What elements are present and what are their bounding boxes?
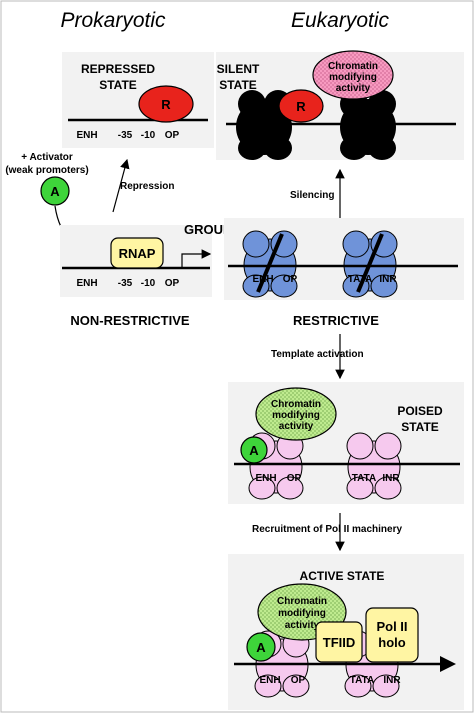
euk-gr-el-1: OP (283, 274, 298, 285)
euk-silent-panel: SILENT STATE R Chromatin modifying activ… (216, 50, 464, 160)
activator-active-label: A (256, 640, 266, 655)
euk-gr-el-0: ENH (252, 274, 273, 285)
rnap-box (110, 237, 164, 269)
prokaryotic-header: Prokaryotic (60, 9, 166, 32)
blocked-slash-2 (356, 233, 384, 293)
active-title: ACTIVE STATE (300, 569, 385, 583)
poised-el-3: INR (382, 473, 400, 484)
poised-el-0: ENH (255, 473, 276, 484)
repressed-title-1: REPRESSED (81, 62, 155, 76)
euk-poised-panel: POISED STATE Chromatin modifying activit… (228, 382, 464, 504)
pink-nucleosome-poised-2 (346, 432, 402, 500)
chromatin-active-1: Chromatin (277, 596, 327, 607)
activator-poised-label: A (249, 443, 259, 458)
chromatin-poised-1: Chromatin (271, 399, 321, 410)
activator-active (246, 632, 276, 662)
activator-label-1: + Activator (21, 152, 73, 163)
repressed-title-2: STATE (99, 78, 137, 92)
silencing-label: Silencing (290, 190, 334, 201)
recruitment-label: Recruitment of Pol II machinery (252, 524, 402, 535)
prok-rep-el-1: -35 (118, 130, 133, 141)
tfiid-box (315, 621, 363, 663)
chromatin-active-2: modifying (278, 608, 326, 619)
poised-title-2: STATE (401, 420, 439, 434)
poised-title-1: POISED (397, 404, 443, 418)
repressor-prok-label: R (161, 97, 171, 112)
restrictive-caption: RESTRICTIVE (293, 313, 379, 328)
repression-label: Repression (120, 181, 174, 192)
poised-el-2: TATA (352, 473, 376, 484)
chromatin-silent-1: Chromatin (328, 61, 378, 72)
chromatin-poised-3: activity (279, 421, 314, 432)
prok-repressed-panel: REPRESSED STATE R ENH -35 -10 OP (62, 52, 214, 148)
active-el-1: OP (291, 675, 306, 686)
activator-prok (40, 176, 70, 206)
prok-rep-el-3: OP (165, 130, 180, 141)
prok-tss-arrow (181, 249, 212, 268)
chromatin-silent-3: activity (336, 83, 371, 94)
pol-ii-label-2: holo (378, 635, 405, 650)
prok-gr-el-3: OP (165, 278, 180, 289)
repressor-prok (138, 85, 194, 123)
activator-poised (240, 436, 268, 464)
chromatin-silent-2: modifying (329, 72, 377, 83)
active-el-2: TATA (350, 675, 374, 686)
prok-ground-panel: RNAP ENH -35 -10 OP (60, 225, 212, 297)
euk-gr-el-3: INR (379, 274, 397, 285)
pol-ii-label-1: Pol II (376, 619, 407, 634)
template-activation-label: Template activation (271, 349, 364, 360)
non-restrictive-caption: NON-RESTRICTIVE (70, 313, 190, 328)
euk-active-panel: ACTIVE STATE Chromatin modifying activit… (228, 554, 464, 710)
tfiid-label: TFIID (323, 635, 356, 650)
silent-title-1: SILENT (217, 62, 260, 76)
active-el-3: INR (383, 675, 401, 686)
repression-arrow (112, 158, 130, 213)
black-nucleosome-1 (236, 90, 292, 160)
blocked-slash-1 (256, 233, 284, 293)
poised-el-1: OP (287, 473, 302, 484)
rnap-label: RNAP (119, 246, 156, 261)
eukaryotic-header: Eukaryotic (291, 9, 390, 32)
active-el-0: ENH (259, 675, 280, 686)
activator-label-2: (weak promoters) (5, 165, 88, 176)
pol-ii-holo-box (365, 607, 419, 663)
prok-gr-el-0: ENH (76, 278, 97, 289)
repressor-euk-label: R (296, 99, 306, 114)
chromatin-modifier-silent (312, 50, 394, 100)
silent-title-2: STATE (219, 78, 257, 92)
euk-gr-el-2: TATA (348, 274, 372, 285)
black-nucleosome-2 (340, 90, 396, 160)
chromatin-modifier-poised (255, 387, 337, 441)
prok-rep-el-2: -10 (141, 130, 156, 141)
repressor-euk (278, 89, 324, 123)
chromatin-active-3: activity (285, 620, 320, 631)
prok-rep-el-0: ENH (76, 130, 97, 141)
chromatin-poised-2: modifying (272, 410, 320, 421)
prok-gr-el-2: -10 (141, 278, 156, 289)
activator-prok-label: A (50, 184, 60, 199)
euk-ground-panel: ENH OP TATA INR (224, 218, 464, 300)
prok-gr-el-1: -35 (118, 278, 133, 289)
